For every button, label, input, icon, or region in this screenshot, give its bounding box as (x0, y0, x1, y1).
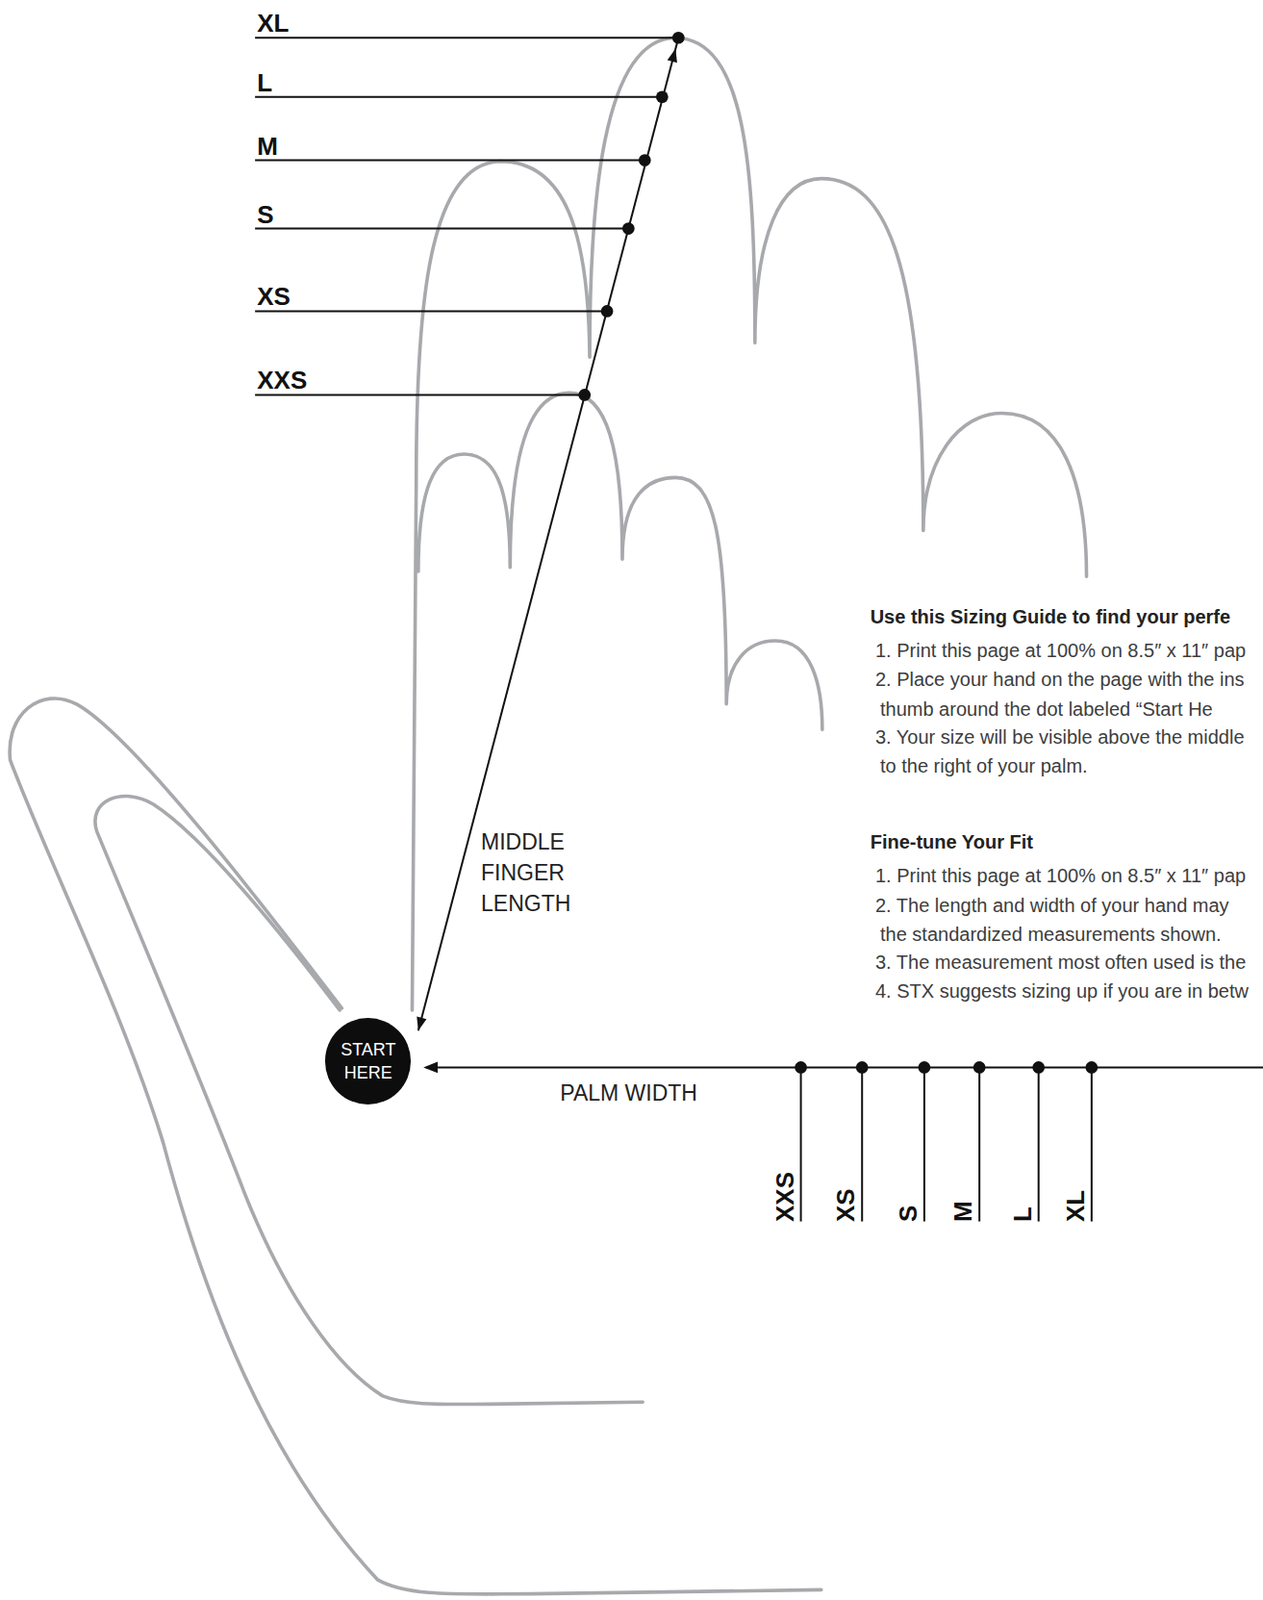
measure-caption: PALM WIDTH (559, 1079, 698, 1107)
size-label: M (256, 133, 278, 159)
finger-length-arrow (418, 37, 679, 1031)
size-dot (672, 31, 685, 45)
start-circle: START HERE (325, 1017, 411, 1104)
size-dot (856, 1060, 869, 1074)
hand-outlines (9, 37, 1087, 1594)
size-dot (578, 388, 591, 402)
size-leader-line (254, 36, 679, 39)
arrowhead (667, 48, 678, 63)
size-dot (656, 90, 669, 103)
large-fingers-outline (411, 37, 1087, 1011)
size-label: XL (1062, 1188, 1088, 1221)
instruction-step: 3. Your size will be visible above the m… (875, 722, 1258, 782)
size-leader-line (254, 309, 607, 312)
width-leader-line (800, 1066, 803, 1221)
start-label: START HERE (332, 1037, 405, 1085)
size-label: L (256, 70, 273, 96)
size-dot (918, 1060, 932, 1074)
measure-caption: MIDDLE FINGER LENGTH (480, 826, 587, 919)
size-leader-line (254, 96, 662, 99)
fit-heading: Fine-tune Your Fit (870, 827, 1034, 857)
large-thumb-palm-outline (9, 698, 822, 1594)
measure-marks (416, 31, 1098, 1074)
width-leader-line (978, 1066, 981, 1221)
instruction-step: 1. Print this page at 100% on 8.5″ x 11″… (875, 635, 1246, 666)
width-leader-line (1037, 1066, 1040, 1221)
size-leader-line (254, 393, 585, 396)
size-dot (973, 1060, 986, 1074)
instruction-step: 1. Print this page at 100% on 8.5″ x 11″… (875, 860, 1246, 891)
guide-heading: Use this Sizing Guide to find your perfe (870, 602, 1231, 632)
instruction-step: 4. STX suggests sizing up if you are in … (875, 976, 1249, 1007)
size-dot (1085, 1060, 1098, 1074)
measure-lines (254, 37, 1263, 1221)
size-dot (1032, 1060, 1045, 1074)
palm-width-arrow (426, 1065, 1263, 1068)
instruction-step: 2. Place your hand on the page with the … (875, 664, 1263, 724)
size-label: S (256, 202, 274, 228)
width-leader-line (860, 1066, 863, 1221)
artwork-group (9, 31, 1263, 1594)
size-label: M (950, 1200, 976, 1222)
instruction-step: 2. The length and width of your hand may… (875, 890, 1246, 950)
size-label: XS (833, 1187, 859, 1222)
arrowhead (423, 1061, 438, 1074)
size-label: S (895, 1204, 921, 1221)
size-label: XL (256, 10, 289, 36)
width-leader-line (923, 1066, 926, 1221)
size-label: XXS (772, 1170, 798, 1221)
size-leader-line (254, 227, 629, 230)
small-fingers-outline (418, 392, 823, 730)
arrowhead (416, 1015, 427, 1031)
size-label: XS (256, 283, 291, 309)
size-dot (638, 153, 652, 167)
width-leader-line (1090, 1066, 1093, 1221)
size-leader-line (254, 159, 645, 162)
size-label: L (1010, 1206, 1036, 1222)
size-label: XXS (256, 367, 307, 393)
size-dot (601, 304, 614, 318)
instruction-step: 3. The measurement most often used is th… (875, 947, 1246, 978)
size-dot (794, 1060, 808, 1074)
size-dot (622, 222, 635, 235)
